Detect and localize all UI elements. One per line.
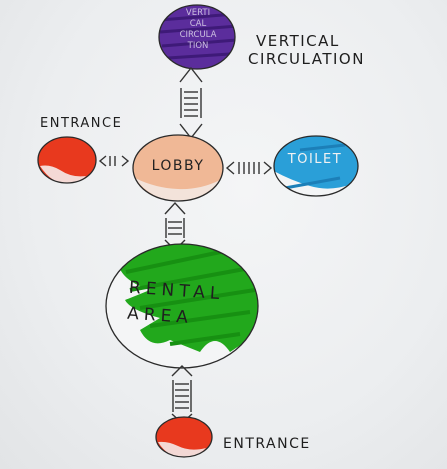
vc-inner-line: TION bbox=[187, 41, 209, 51]
entrance-left-label: ENTRANCE bbox=[40, 116, 123, 131]
connector-lobby-rental bbox=[164, 201, 186, 251]
vc-inner-line: VERTI bbox=[185, 8, 211, 18]
entrance-bottom-label: ENTRANCE bbox=[223, 436, 311, 452]
rental-area-node bbox=[105, 243, 259, 369]
entrance-bottom-node bbox=[155, 416, 213, 458]
vertical-circulation-label: VERTICAL CIRCULATION bbox=[248, 32, 365, 68]
lobby-node bbox=[132, 134, 224, 202]
connector-vc-lobby bbox=[179, 66, 203, 140]
vertical-circulation-label-line: VERTICAL bbox=[256, 32, 340, 50]
connector-entrance-lobby bbox=[98, 155, 130, 167]
toilet-label: TOILET bbox=[287, 152, 343, 167]
entrance-left-node bbox=[37, 136, 97, 184]
rental-area-label: RENTAL AREA bbox=[126, 275, 225, 334]
vc-inner-line: CAL bbox=[189, 19, 207, 29]
vertical-circulation-inner-label: VERTI CAL CIRCULA TION bbox=[170, 8, 226, 52]
connector-rental-entrance bbox=[171, 365, 193, 424]
connector-lobby-toilet bbox=[225, 161, 273, 175]
toilet-node bbox=[273, 135, 359, 197]
vc-inner-line: CIRCULA bbox=[179, 30, 217, 40]
vertical-circulation-node bbox=[158, 4, 236, 70]
vertical-circulation-label-line: CIRCULATION bbox=[248, 50, 365, 68]
lobby-label: LOBBY bbox=[151, 158, 205, 174]
